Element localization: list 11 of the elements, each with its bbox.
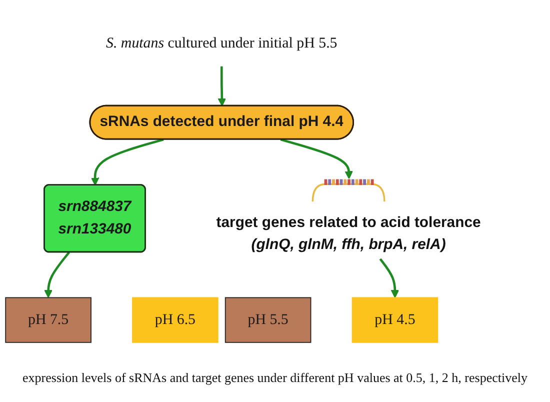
arrow	[280, 138, 353, 180]
node-box: pH 5.5	[224, 297, 312, 343]
arrow	[218, 66, 226, 106]
arrow	[379, 258, 400, 298]
node-text: S. mutans cultured under initial pH 5.5	[106, 36, 338, 52]
caption: expression levels of sRNAs and target genes under different pH values at 0.5, 1, 2 h, respectively	[22, 370, 528, 386]
node-box: pH 6.5	[132, 297, 218, 343]
node-box: pH 7.5	[5, 297, 92, 343]
arrow	[44, 252, 70, 298]
node-box: pH 4.5	[352, 297, 438, 343]
arrow	[90, 138, 164, 186]
